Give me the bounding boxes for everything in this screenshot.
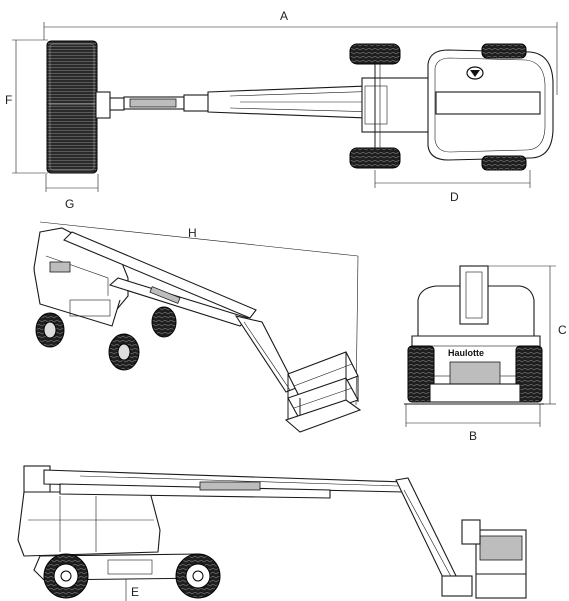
perspective-view: H <box>33 221 362 433</box>
haulotte-logo-icon <box>466 66 484 80</box>
boom-perspective <box>63 231 297 393</box>
dimension-f: F <box>5 39 48 174</box>
dimension-b: B <box>405 404 541 443</box>
machine-rear: Haulotte <box>404 265 544 405</box>
dimension-g: G <box>45 174 99 211</box>
platform-basket-perspective <box>284 351 362 433</box>
dimension-label-e: E <box>131 585 139 599</box>
top-view: A F G D <box>5 9 558 211</box>
dimension-label-c: C <box>558 323 567 337</box>
wheels-perspective <box>35 306 177 371</box>
jib-top <box>95 91 211 119</box>
dimension-label-h: H <box>188 226 197 240</box>
dimension-a: A <box>43 9 558 95</box>
dimension-label-b: B <box>469 429 477 443</box>
turret-top <box>427 49 554 161</box>
wheels-side <box>43 553 221 599</box>
dimension-label-a: A <box>280 9 288 23</box>
boom-side <box>43 469 461 589</box>
dimension-h: H <box>39 221 359 406</box>
platform-basket-side <box>441 519 527 599</box>
rear-view: C B Haulotte <box>404 265 567 443</box>
dimension-label-f: F <box>5 93 12 107</box>
brand-mark: Haulotte <box>448 348 484 358</box>
wheels-top <box>349 43 527 171</box>
side-view: E <box>17 465 527 601</box>
machine-body-side <box>17 465 161 557</box>
dimension-d: D <box>374 170 531 204</box>
dimension-label-d: D <box>450 190 459 204</box>
dimension-label-g: G <box>65 197 74 211</box>
platform-basket-top <box>46 40 98 174</box>
